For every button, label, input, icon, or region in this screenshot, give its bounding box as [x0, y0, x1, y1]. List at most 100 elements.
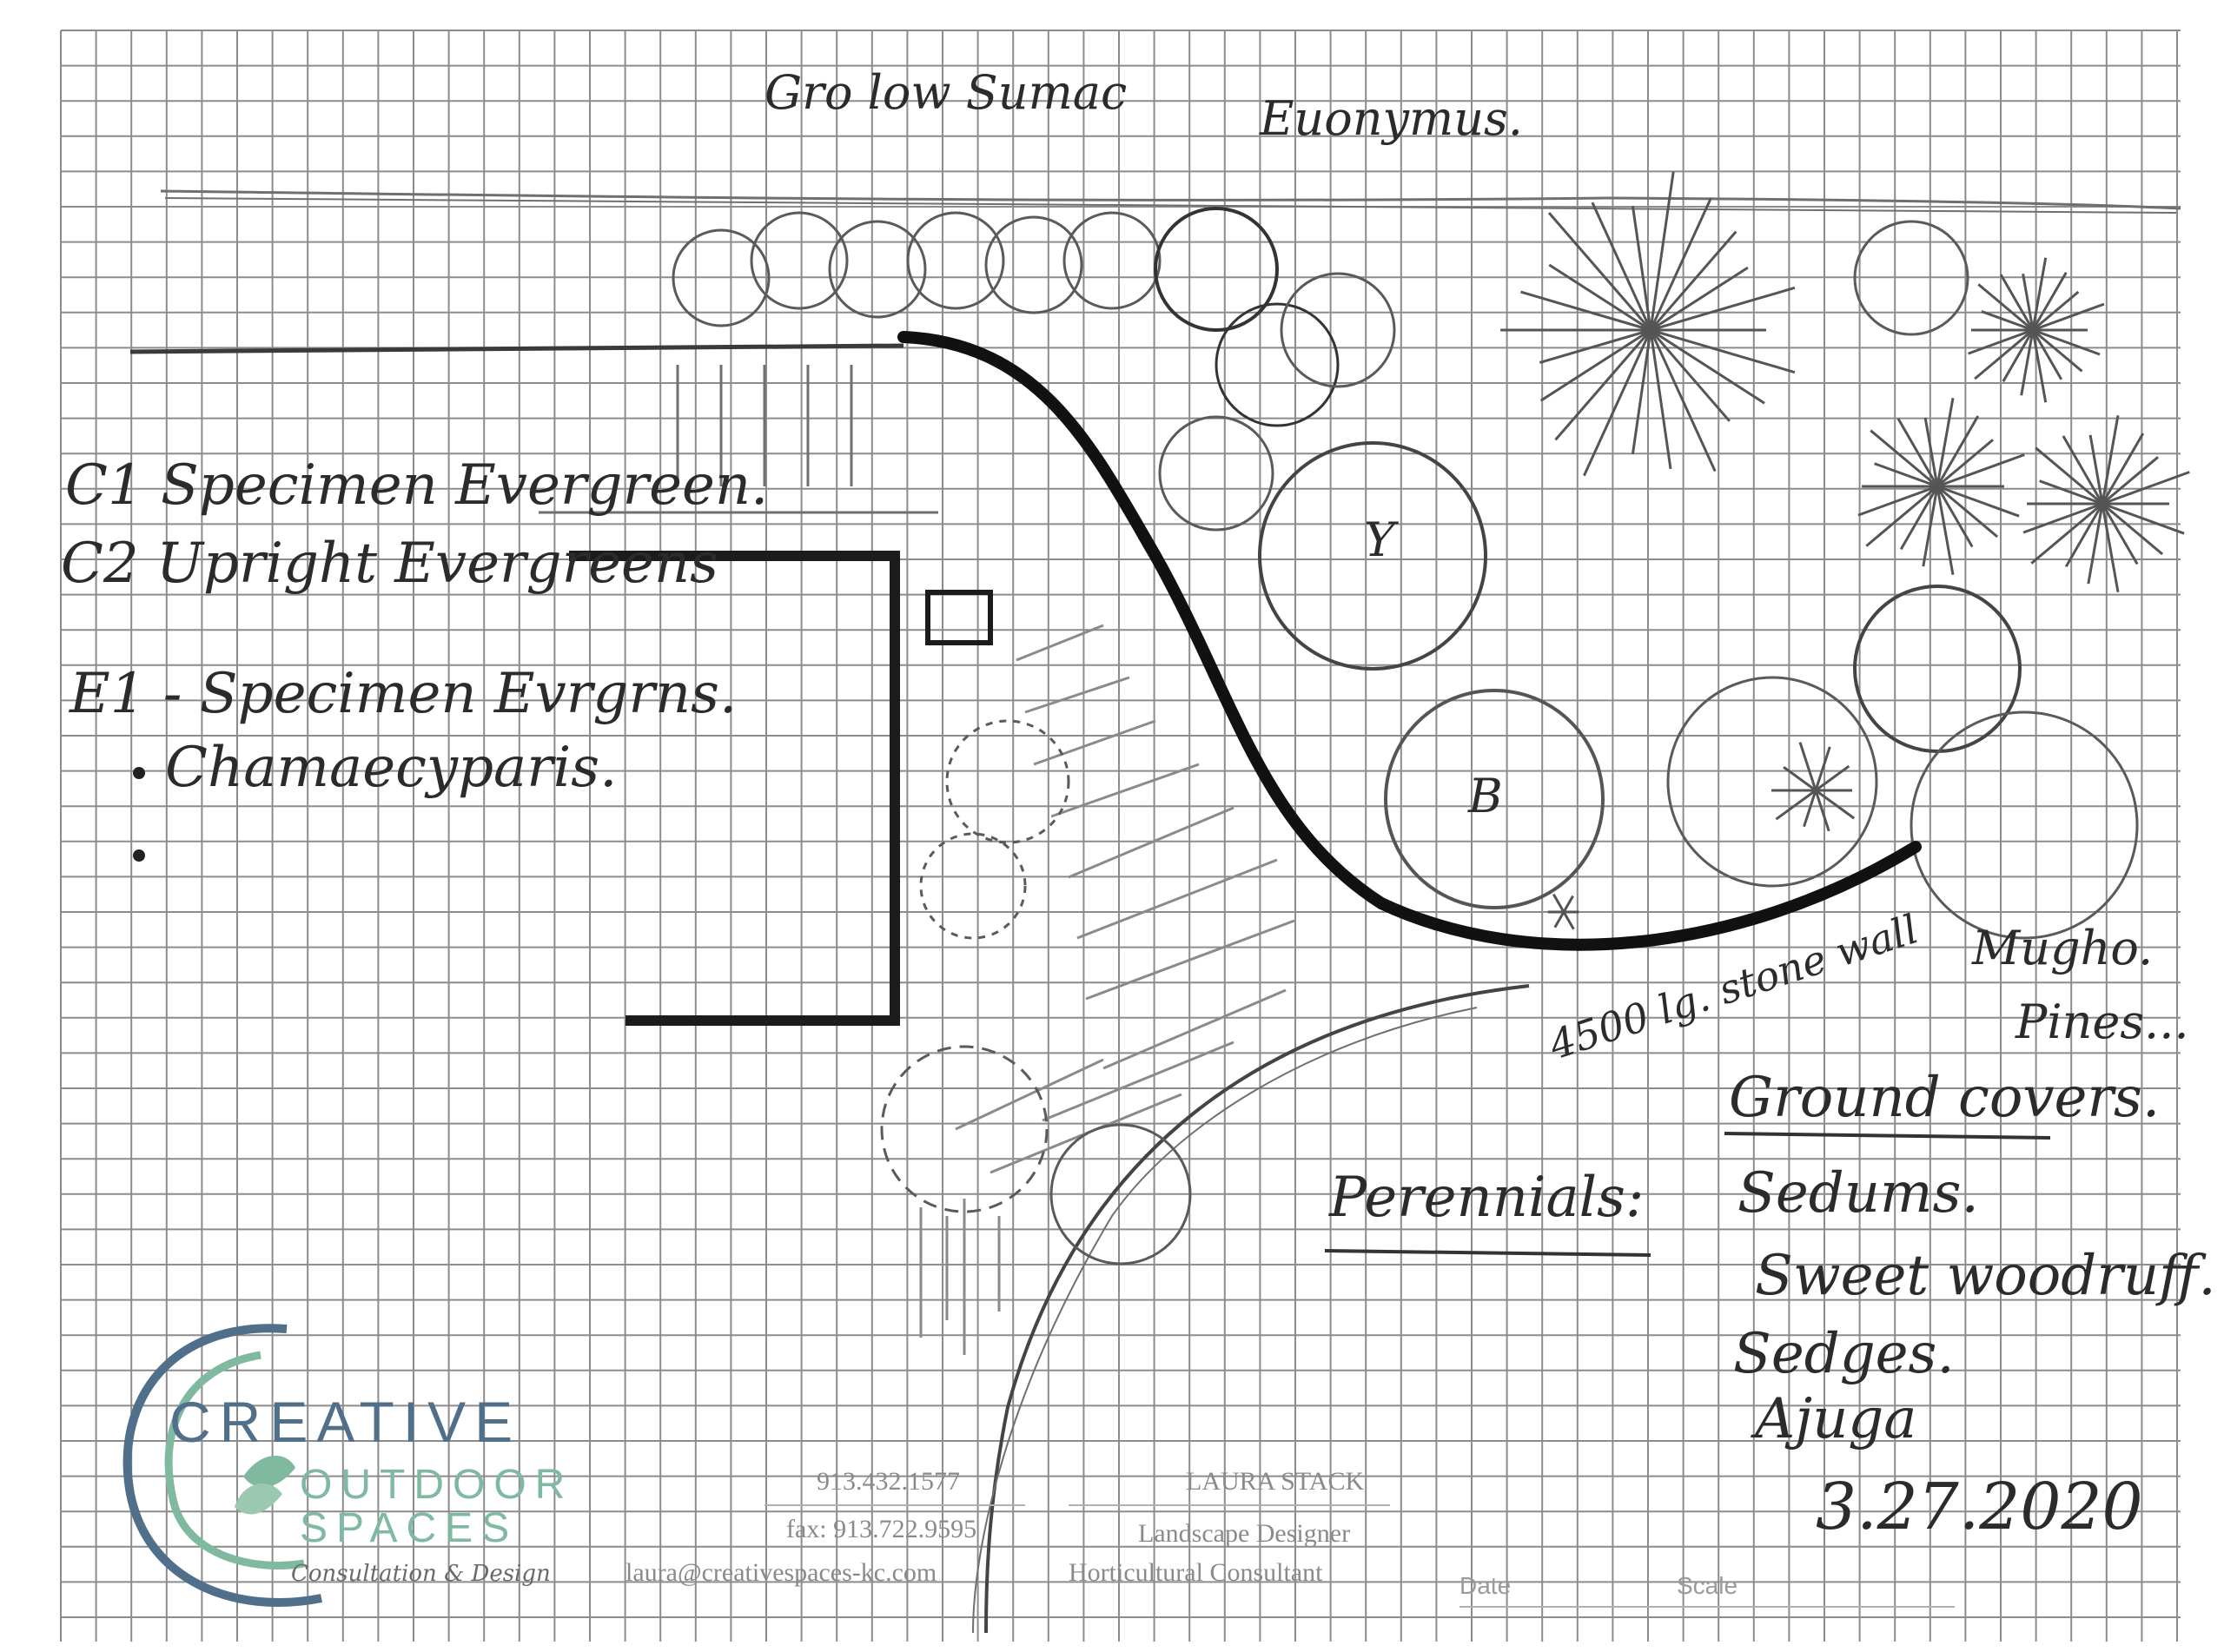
burst-stroke: [1974, 328, 2034, 380]
burst-stroke: [1591, 202, 1652, 331]
burst-stroke: [2062, 435, 2104, 505]
contact-name: LAURA STACK: [1186, 1467, 1364, 1496]
label-marker-b: B: [1467, 769, 1503, 823]
label-gc-ajuga: Ajuga: [1751, 1387, 1916, 1451]
burst-stroke: [1977, 283, 2034, 332]
underline: [1324, 1249, 1651, 1257]
burst-stroke: [1857, 485, 1938, 517]
logo-swirl-icon: [164, 1351, 305, 1569]
burst-stroke: [1936, 486, 1955, 576]
burst-stroke: [1554, 329, 1652, 441]
burst-stroke: [1865, 485, 1938, 547]
burst-stroke: [1650, 266, 1749, 332]
burst-stroke: [1539, 328, 1651, 364]
burst-stroke: [2101, 503, 2139, 565]
label-mugho: Mugho.: [1971, 921, 2153, 975]
burst-stroke: [2064, 503, 2104, 568]
starburst-plants: [1500, 171, 2190, 930]
label-date-written: 3.27.2020: [1816, 1470, 2143, 1544]
burst-stroke: [1649, 329, 1731, 422]
company-logo: CREATIVE OUTDOOR SPACES Consultation & D…: [122, 1324, 565, 1607]
burst-stroke: [2031, 329, 2048, 403]
burst-stroke: [2102, 502, 2185, 535]
burst-stroke: [2030, 502, 2103, 565]
footer-scale-label: Scale: [1677, 1572, 1738, 1599]
burst-stroke: [1936, 415, 1980, 487]
burst-stroke: [1783, 765, 1817, 792]
logo-tagline: Consultation & Design: [291, 1561, 551, 1587]
burst-stroke: [1999, 274, 2035, 331]
burst-stroke: [1520, 290, 1651, 332]
bullet-dot: [133, 849, 145, 862]
burst-stroke: [1870, 429, 1938, 488]
logo-leaf-icon: [243, 1456, 295, 1488]
footer-fields: Date Scale: [1460, 1572, 1955, 1608]
burst-stroke: [1548, 263, 1651, 332]
burst-stroke: [1650, 286, 1796, 332]
burst-stroke: [1649, 329, 1672, 470]
burst-stroke: [1936, 453, 2025, 488]
burst-stroke: [1936, 397, 1955, 487]
contact-title-2: Horticultural Consultant: [1069, 1558, 1323, 1587]
burst-stroke: [2031, 329, 2063, 380]
label-sumac: Gro low Sumac: [764, 65, 1127, 120]
burst-stroke: [1649, 329, 1717, 472]
burst-stroke: [2039, 479, 2103, 506]
burst-stroke: [1936, 439, 1994, 488]
label-gc-sedums: Sedums.: [1738, 1161, 1979, 1226]
burst-stroke: [1968, 328, 2034, 355]
logo-swirl-icon: [122, 1324, 322, 1607]
burst-stroke: [2032, 290, 2080, 332]
burst-stroke: [2031, 271, 2068, 331]
burst-stroke: [1798, 742, 1817, 791]
logo-line-creative: CREATIVE: [169, 1390, 521, 1454]
burst-stroke: [1650, 328, 1765, 405]
burst-stroke: [1923, 417, 1939, 487]
burst-stroke: [2101, 503, 2120, 593]
logo-leaf-icon: [235, 1483, 282, 1515]
contact-fax: fax: 913.722.9595: [786, 1515, 976, 1543]
house-outline: [569, 551, 993, 1026]
contact-email: laura@creativespaces-kc.com: [626, 1558, 937, 1587]
burst-stroke: [1649, 197, 1712, 331]
contact-block: 913.432.1577 fax: 913.722.9595 laura@cre…: [626, 1467, 1390, 1587]
label-c2: C2 Upright Evergreens: [61, 532, 718, 596]
burst-stroke: [2101, 433, 2145, 505]
burst-stroke: [2032, 328, 2083, 373]
burst-stroke: [2031, 257, 2048, 331]
burst-stroke: [1649, 171, 1675, 331]
bed-edge-line: [897, 331, 1922, 951]
label-e1: E1 - Specimen Evrgrns.: [69, 662, 737, 726]
label-marker-y: Y: [1364, 512, 1399, 567]
burst-stroke: [2035, 446, 2103, 506]
label-perennials: Perennials:: [1328, 1166, 1644, 1230]
burst-stroke: [1552, 893, 1565, 913]
burst-stroke: [2102, 471, 2190, 506]
burst-stroke: [1815, 789, 1856, 820]
burst-stroke: [2088, 434, 2104, 505]
burst-stroke: [1547, 212, 1652, 331]
burst-stroke: [2022, 274, 2035, 331]
burst-stroke: [1775, 789, 1817, 821]
burst-stroke: [1896, 418, 1939, 487]
label-gc-woodruff: Sweet woodruff.: [1755, 1244, 2216, 1308]
burst-stroke: [1553, 911, 1565, 928]
burst-stroke: [1922, 486, 1939, 567]
label-pines: Pines...: [2015, 995, 2189, 1049]
footer-date-label: Date: [1460, 1572, 1511, 1599]
burst-stroke: [1562, 895, 1574, 913]
burst-stroke: [2022, 502, 2103, 534]
burst-stroke: [1539, 328, 1651, 402]
burst-stroke: [2101, 414, 2120, 505]
burst-stroke: [2102, 456, 2159, 506]
bullet-dot: [133, 767, 145, 779]
burst-stroke: [1562, 911, 1575, 930]
burst-stroke: [1631, 205, 1652, 331]
burst-stroke: [1814, 790, 1830, 832]
burst-stroke: [2032, 302, 2105, 332]
burst-stroke: [1650, 328, 1796, 374]
label-chamaecyparis: Chamaecyparis.: [165, 736, 617, 800]
contact-title-1: Landscape Designer: [1138, 1519, 1350, 1548]
burst-stroke: [2020, 329, 2035, 396]
